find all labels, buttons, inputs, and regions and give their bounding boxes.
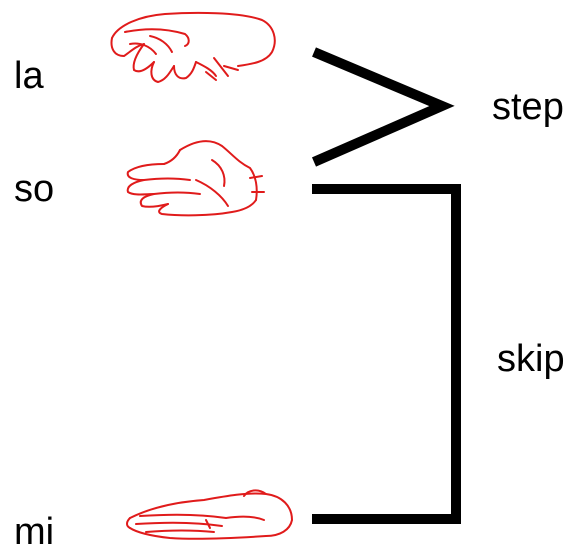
note-label-mi: mi (14, 511, 55, 553)
note-label-so: so (14, 168, 55, 210)
hand-sign-la-icon (110, 11, 276, 83)
step-bracket (311, 47, 455, 167)
interval-label-step: step (492, 86, 564, 128)
hand-sign-mi-icon (126, 489, 293, 540)
note-label-la: la (14, 55, 44, 97)
hand-sign-so-icon (126, 140, 265, 217)
interval-label-skip: skip (497, 338, 565, 380)
skip-bracket (312, 184, 461, 524)
